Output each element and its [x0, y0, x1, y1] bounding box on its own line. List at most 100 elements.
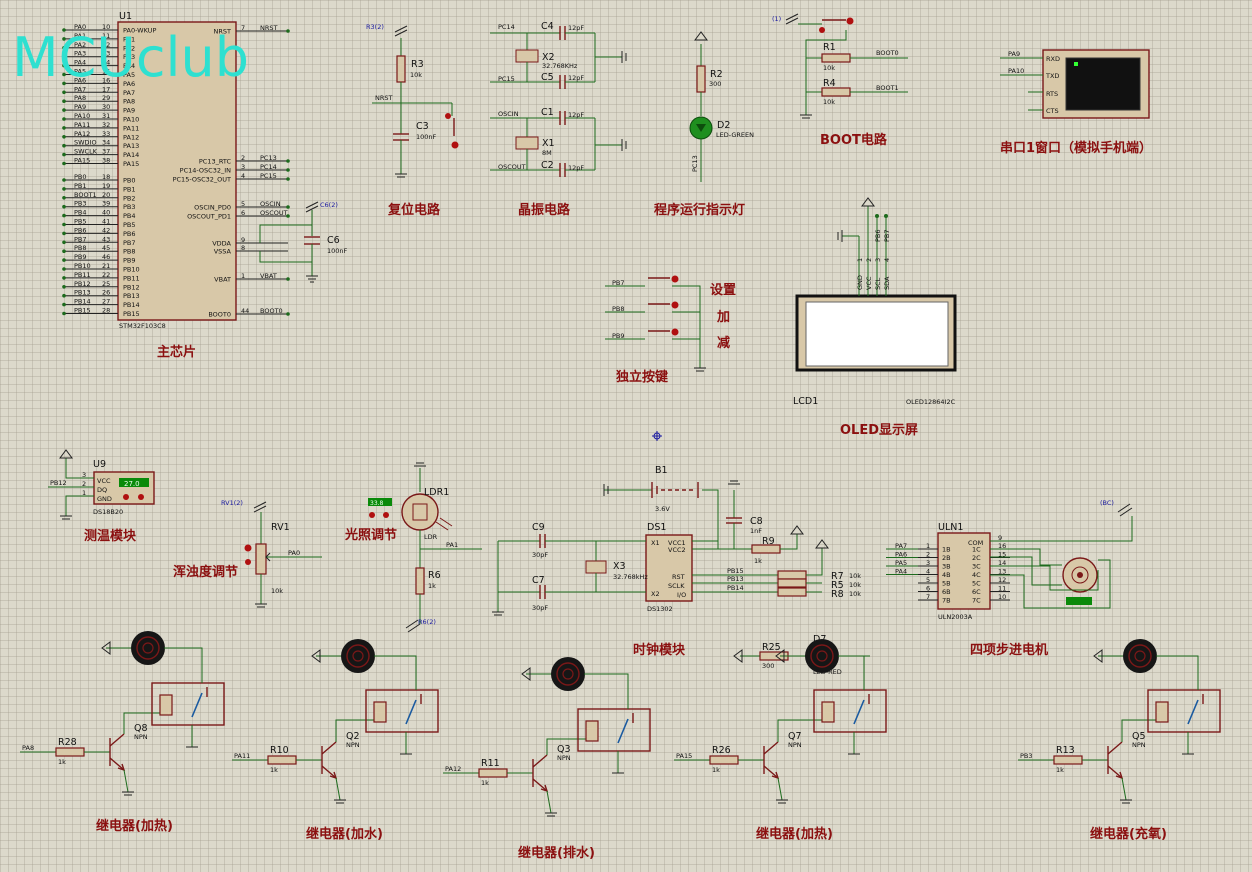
relay-r-value: 1k	[58, 758, 66, 766]
u1-pin-name: PB4	[123, 212, 136, 220]
uln-in-name: 5B	[942, 580, 951, 588]
uln-out-name: 2C	[972, 554, 981, 562]
c2-ref: C2	[541, 160, 554, 171]
u1-rpin-net: VBAT	[260, 272, 277, 280]
reset-circuit: R3 10k NRST C3 100nF R3(2)	[366, 23, 459, 178]
u1-pin-dot	[62, 213, 66, 218]
u1-rpin-dot	[286, 214, 290, 218]
u1-pin-name: PB1	[123, 185, 136, 193]
origin-marker	[652, 431, 662, 441]
uart-terminal: RXD TXD RTS CTS PA9 PA10	[1000, 49, 1150, 119]
u1-pin-dot	[62, 28, 66, 32]
u1-pin-num: 39	[102, 200, 110, 208]
relay-load-ring	[810, 644, 834, 668]
relay-q-type: NPN	[346, 741, 360, 749]
u1-pin-num: 30	[102, 103, 110, 111]
u1-ref: U1	[119, 11, 132, 22]
u1-pin-name: PB3	[123, 203, 136, 211]
ds1302-x1: X1	[651, 539, 660, 547]
r7-ref: R7	[831, 571, 844, 582]
title-main-chip: 主芯片	[157, 344, 196, 360]
uln-out-name: 5C	[972, 580, 981, 588]
relay-r-value: 1k	[712, 766, 720, 774]
ds-dq: DQ	[97, 486, 107, 494]
u1-pin-dot	[62, 90, 66, 95]
u1-pin-name: PB12	[123, 283, 140, 291]
label-key-set: 设置	[710, 283, 736, 298]
u1-pin-net: SWDIO	[74, 139, 97, 147]
u1-rpin-name: BOOT0	[208, 311, 231, 319]
u1-pin-name: PA13	[123, 142, 139, 150]
u1-pin-net: PA8	[74, 94, 86, 102]
u1-pin-name: PA8	[123, 98, 135, 106]
u1-pin-num: 41	[102, 218, 110, 226]
ds1302-x2: X2	[651, 590, 660, 598]
u1-rpin-dot	[286, 177, 290, 181]
rv1-potentiometer: RV1(2) PA0 RV1 10k	[221, 499, 322, 608]
c9-ref: C9	[532, 522, 545, 533]
r8-value: 10k	[849, 590, 861, 598]
u9-ref: U9	[93, 459, 106, 470]
u1-pin-name: PB5	[123, 221, 136, 229]
uln-in-num: 2	[926, 551, 930, 559]
u1-rpin-name: PC15-OSC32_OUT	[173, 176, 231, 184]
oled-pin-num-2: 2	[865, 258, 873, 262]
pb13-net: PB13	[727, 575, 744, 583]
uln-com: COM	[968, 539, 983, 547]
u1-pin-dot	[62, 249, 66, 253]
u1-pin-num: 38	[102, 157, 110, 165]
u1-pin-num: 16	[102, 76, 110, 84]
u1-rpin-name: PC13_RTC	[199, 158, 232, 166]
u1-pin-net: PA11	[74, 121, 90, 129]
relay-load	[551, 657, 585, 691]
u1-pin-net: PB8	[74, 244, 87, 252]
uln-in-name: 7B	[942, 597, 951, 605]
uln-out-name: 3C	[972, 563, 981, 571]
oled-display: LCD1 OLED12864I2C GND VCC SCL SDA 1 2 3 …	[793, 197, 957, 407]
u1-pin-dot	[62, 187, 66, 191]
uln-in-num: 7	[926, 593, 930, 601]
uln-out-num: 16	[998, 542, 1006, 550]
u1-pin-dot	[62, 108, 66, 112]
label-key-sub: 减	[717, 335, 730, 351]
u1-pin-dot	[62, 196, 66, 200]
u1-rpin-dot	[286, 205, 290, 209]
u1-pin-net: PB15	[74, 307, 91, 315]
relay-r-ref: R11	[481, 758, 500, 769]
u1-pin-num: 22	[102, 271, 110, 279]
uln-in-num: 6	[926, 585, 930, 593]
uln-in-name: 4B	[942, 571, 951, 579]
relay-net: PA15	[676, 752, 692, 760]
relay-load-wire	[374, 655, 417, 690]
u1-pin-num: 27	[102, 298, 110, 306]
relay-load-ring	[556, 662, 580, 686]
ds18b20-part: DS18B20	[93, 508, 123, 516]
relay-base-resistor	[1053, 755, 1083, 765]
uln-in-name: 1B	[942, 546, 951, 554]
u1-pin-dot	[62, 63, 66, 68]
u1-pin-num: 11	[102, 32, 110, 40]
u1-pin-name: PA11	[123, 124, 139, 132]
u1-pin-dot	[62, 311, 66, 316]
u1-rpin-name: NRST	[214, 28, 232, 36]
relay-load-ring	[562, 668, 574, 680]
relay-power-arrow	[101, 641, 111, 655]
pc15-net: PC15	[498, 75, 515, 83]
ds1302-part: DS1302	[647, 605, 673, 613]
relay-coil-wire	[123, 712, 160, 734]
c9-value: 30pF	[532, 551, 548, 559]
relay-load	[1123, 639, 1157, 673]
title-turbidity: 浑浊度调节	[173, 564, 238, 580]
relay-gnd-wire	[123, 769, 129, 793]
u1-pin-num: 17	[102, 85, 110, 93]
u1-pin-dot	[62, 293, 66, 298]
u1-pin-name: PA1	[123, 35, 135, 43]
transistor-emitter	[532, 778, 548, 792]
u1-pin-net: PA3	[74, 50, 86, 58]
relay-coil	[159, 694, 173, 716]
relay-coil-wire	[1121, 719, 1156, 742]
title-relay-heat2: 继电器(加热)	[756, 826, 833, 842]
